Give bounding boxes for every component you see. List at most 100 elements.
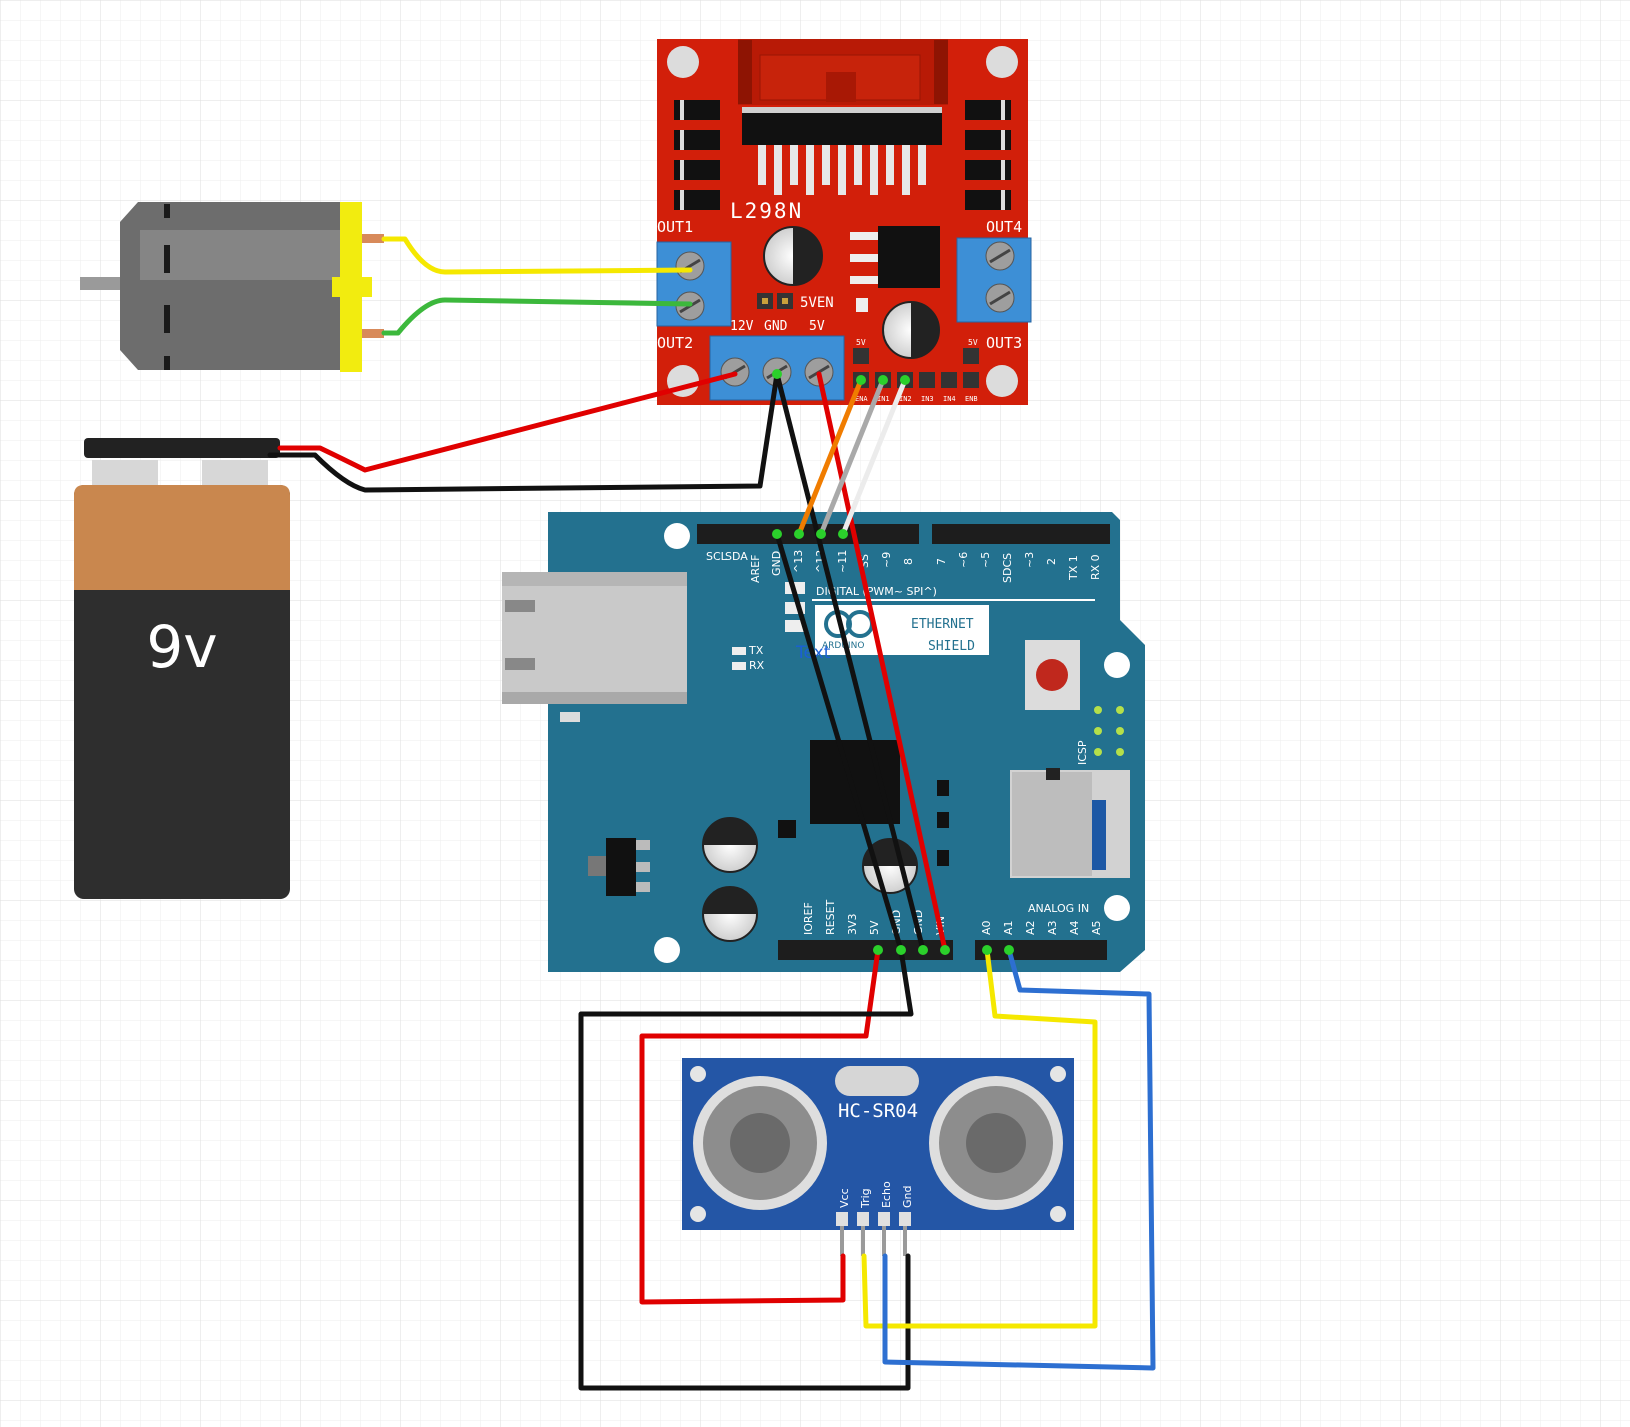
shield-title-line1: ETHERNET [911, 617, 974, 632]
logic-pin-ena: ENA [855, 395, 868, 403]
heatsink [738, 39, 948, 105]
digital-pin-5: ~5 [979, 552, 992, 568]
analog-pin-a5: A5 [1090, 920, 1103, 935]
analog-pin-a2: A2 [1024, 920, 1037, 935]
wire-motor-out2[interactable] [381, 297, 693, 336]
diode-array-left [674, 100, 720, 210]
logic-pin-in2: IN2 [899, 395, 912, 403]
wire-sensor-trig[interactable] [861, 947, 1098, 1329]
power-label-5v: 5V [809, 319, 825, 334]
digital-header-left[interactable] [697, 524, 919, 544]
logic-pin-in3: IN3 [921, 395, 934, 403]
shield-title-line2: SHIELD [928, 639, 975, 654]
ethernet-shield[interactable]: SCL SDA AREF GND ^13 ^12 ~11 SS ~9 8 7 ~… [502, 512, 1145, 972]
wire-sensor-echo[interactable] [882, 947, 1156, 1371]
small-5v-right: 5V [968, 338, 978, 347]
digital-pin-aref: AREF [749, 555, 762, 583]
sensor-pin-trig: Trig [859, 1188, 872, 1209]
digital-pin-sdcs: SDCS [1001, 553, 1014, 583]
mount-hole [1104, 895, 1130, 921]
mount-hole [667, 46, 699, 78]
mount-hole [986, 365, 1018, 397]
power-pin-5v: 5V [868, 920, 881, 935]
terminal-block-motor-a[interactable] [656, 241, 732, 327]
icsp-label: ICSP [1076, 740, 1089, 765]
digital-pin-scl: SCL [706, 550, 728, 563]
out4-label: OUT4 [986, 218, 1022, 236]
wire-ena[interactable] [796, 377, 864, 537]
power-label-gnd: GND [764, 319, 788, 334]
power-header[interactable] [778, 940, 953, 960]
wire-battery-negative[interactable] [267, 371, 780, 493]
motor-terminal [362, 234, 384, 243]
tx-label: TX [748, 644, 764, 657]
battery-snap [84, 438, 280, 458]
transducer-right [929, 1076, 1063, 1210]
analog-header-label: ANALOG IN [1028, 902, 1089, 915]
motor-highlight [140, 230, 340, 280]
wire-sensor-gnd[interactable] [578, 947, 914, 1391]
5ven-jumper[interactable] [757, 293, 793, 309]
small-5v-left: 5V [856, 338, 866, 347]
digital-pin-tx1: TX 1 [1067, 555, 1080, 581]
mount-hole [664, 523, 690, 549]
sd-card-slot[interactable] [1010, 768, 1130, 878]
rx-label: RX [749, 659, 765, 672]
wire-gnd-loop[interactable] [774, 531, 904, 953]
battery-label: 9v [146, 613, 217, 681]
sensor-leads [840, 1226, 907, 1256]
sensor-pin-echo: Echo [880, 1181, 893, 1208]
mount-hole [1104, 652, 1130, 678]
status-led [785, 620, 805, 632]
wire-in2[interactable] [840, 377, 908, 537]
capacitor [763, 226, 823, 286]
digital-pin-2: 2 [1045, 558, 1058, 565]
out2-label: OUT2 [657, 334, 693, 352]
reset-button[interactable] [1025, 640, 1080, 710]
dc-motor[interactable] [80, 202, 384, 372]
digital-header-right[interactable] [932, 524, 1110, 544]
digital-pin-9: ~9 [880, 552, 893, 568]
wire-motor-out1[interactable] [381, 236, 693, 275]
wire-driver-gnd-to-shield[interactable] [774, 371, 926, 953]
digital-pin-3: ~3 [1023, 552, 1036, 568]
mount-hole [654, 937, 680, 963]
tx-led [732, 647, 746, 655]
9v-battery[interactable]: 9v [74, 438, 290, 899]
l298n-chip [742, 107, 942, 195]
analog-pin-a1: A1 [1002, 920, 1015, 935]
digital-header-label: DIGITAL (PWM~ SPI^) [816, 585, 937, 598]
hc-sr04-sensor[interactable]: HC-SR04 Vcc Trig Echo Gnd [682, 1058, 1074, 1256]
wire-driver-5v-to-vin[interactable] [816, 371, 948, 953]
digital-pin-rx0: RX 0 [1089, 554, 1102, 580]
analog-header[interactable] [975, 940, 1107, 960]
sensor-pins[interactable] [836, 1212, 911, 1226]
terminal-block-motor-b[interactable] [956, 237, 1032, 323]
logic-pin-enb: ENB [965, 395, 978, 403]
icsp-header[interactable] [1094, 706, 1124, 756]
diode-array-right [965, 100, 1011, 210]
digital-pin-6: ~6 [957, 552, 970, 568]
l298n-driver[interactable]: L298N OUT1 OUT4 OUT2 OUT3 5VEN [656, 39, 1032, 405]
shield-capacitor [702, 817, 758, 873]
wire-battery-positive[interactable] [277, 371, 738, 473]
digital-pin-sda: SDA [725, 550, 748, 563]
motor-shaft [80, 277, 125, 290]
battery-top-band [74, 485, 290, 590]
smd-components [778, 780, 949, 866]
wire-in1[interactable] [818, 377, 886, 537]
power-pin-ioref: IOREF [802, 902, 815, 935]
rx-led [732, 662, 746, 670]
analog-pin-a0: A0 [980, 920, 993, 935]
transducer-left [693, 1076, 827, 1210]
out1-label: OUT1 [657, 218, 693, 236]
shield-regulator [588, 838, 650, 896]
wires [267, 236, 1156, 1391]
motor-body [120, 202, 340, 370]
rj45-jack[interactable] [502, 572, 687, 722]
sensor-pin-vcc: Vcc [838, 1188, 851, 1208]
wire-sensor-vcc[interactable] [639, 947, 881, 1305]
logic-pin-in4: IN4 [943, 395, 956, 403]
digital-pin-11: ~11 [836, 550, 849, 573]
